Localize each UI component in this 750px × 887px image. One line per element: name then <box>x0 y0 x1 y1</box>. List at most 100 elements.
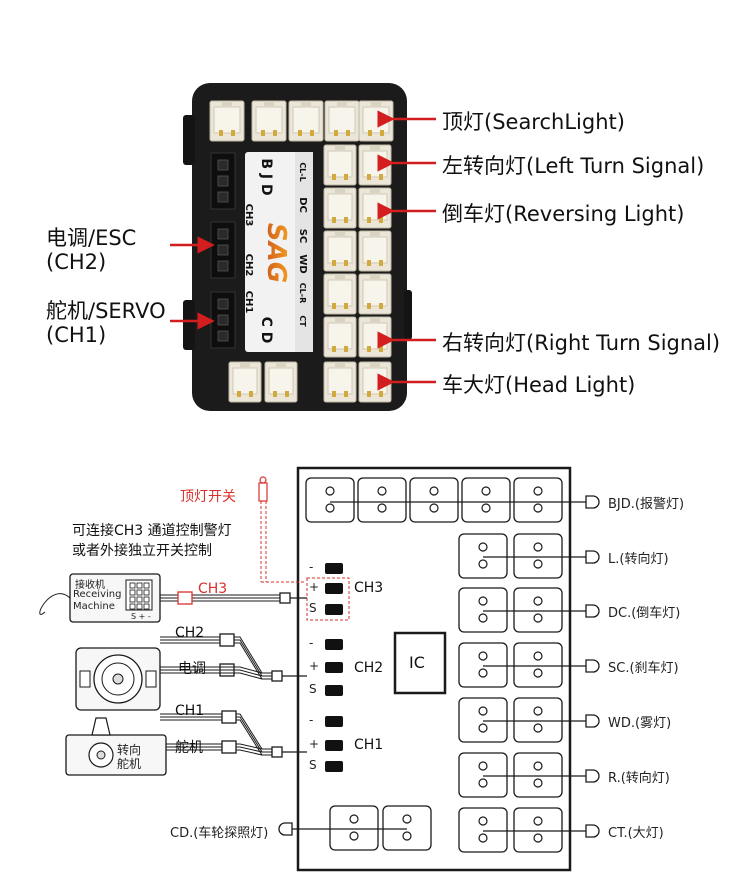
cable-ch2-label: CH2 <box>175 625 205 641</box>
receiver-en-2: Machine <box>73 601 115 612</box>
bottom-right-connector <box>358 361 392 403</box>
mid-col-connector-2 <box>323 187 357 229</box>
cd-connector-2 <box>264 361 298 403</box>
ic-label: IC <box>409 653 425 672</box>
pin-sign: - <box>309 560 314 574</box>
pin-sign: S <box>309 682 317 696</box>
right-col-connector-4 <box>358 273 392 315</box>
label-esc: 电调/ESC <box>46 226 137 250</box>
cd-connector-1 <box>228 361 262 403</box>
svg-text:SAG: SAG <box>261 223 291 283</box>
mid-col-connector-1 <box>323 144 357 186</box>
receiver-en-1: Receiving <box>73 589 122 600</box>
label-left-turn: 左转向灯(Left Turn Signal) <box>442 154 705 178</box>
receiver-name: 接收机 <box>75 580 105 591</box>
label-right-turn: 右转向灯(Right Turn Signal) <box>442 331 721 355</box>
left-socket-1 <box>458 533 508 579</box>
channel-pin <box>325 685 343 696</box>
top-connector-1 <box>209 100 245 142</box>
mid-col-connector-5 <box>323 316 357 358</box>
left-socket-3 <box>458 642 508 688</box>
right-col-connector-2 <box>358 187 392 229</box>
panel-label: WD <box>297 254 308 273</box>
ch2-pin-header <box>210 221 236 279</box>
output-plug-icon <box>585 550 600 564</box>
top-connector-4 <box>324 100 360 142</box>
cd-socket-2 <box>382 805 432 851</box>
output-plug-icon <box>585 495 600 509</box>
servo-device-label-2: 舵机 <box>117 757 142 771</box>
channel-pin <box>325 662 343 673</box>
pin-sign: - <box>309 636 314 650</box>
pin-sign: + <box>309 737 320 751</box>
channel-pin <box>325 639 343 650</box>
svg-text:B J D: B J D <box>258 158 274 195</box>
right-socket-3 <box>513 642 563 688</box>
left-socket-6 <box>458 807 508 853</box>
bjd-socket-2 <box>357 477 407 523</box>
output-plug-icon <box>585 714 600 728</box>
ch3-note-1: 可连接CH3 通道控制警灯 <box>72 523 232 539</box>
pin-sign: S <box>309 758 317 772</box>
wiring-schematic <box>39 466 600 872</box>
left-socket-2 <box>458 587 508 633</box>
panel-label: CL-R <box>298 283 307 303</box>
bjd-socket-3 <box>409 477 459 523</box>
left-socket-4 <box>458 697 508 743</box>
label-servo-ch: (CH1) <box>46 323 107 347</box>
servo-device-icon <box>65 717 167 776</box>
esc-device-icon <box>75 647 161 711</box>
output-label: L.(转向灯) <box>608 552 669 567</box>
cable-ch3-label: CH3 <box>198 581 228 597</box>
output-label: BJD.(报警灯) <box>608 497 685 512</box>
right-col-connector-1 <box>358 144 392 186</box>
bjd-socket-5 <box>513 477 563 523</box>
panel-label: CL-L <box>298 162 307 181</box>
top-connector-3 <box>288 100 324 142</box>
ch1-label: CH1 <box>354 737 384 753</box>
panel-label: CT <box>298 315 307 327</box>
channel-pin <box>325 563 343 574</box>
output-plug-icon <box>585 824 600 838</box>
output-label: SC.(刹车灯) <box>608 661 679 676</box>
receiver-pins: S + - <box>131 612 151 621</box>
channel-pin <box>325 604 343 615</box>
right-socket-2 <box>513 587 563 633</box>
right-socket-6 <box>513 807 563 853</box>
ch3-note-2: 或者外接独立开关控制 <box>72 543 212 559</box>
output-label: WD.(雾灯) <box>608 716 672 731</box>
mid-col-connector-4 <box>323 273 357 315</box>
panel-label: SC <box>297 229 308 244</box>
output-plug-icon <box>585 604 600 618</box>
label-esc-ch: (CH2) <box>46 250 107 274</box>
servo-device-label-1: 转向 <box>117 743 142 757</box>
ch1-pin-header <box>210 291 236 349</box>
right-socket-5 <box>513 752 563 798</box>
top-connector-2 <box>251 100 287 142</box>
bjd-socket-4 <box>461 477 511 523</box>
panel-label: DC <box>297 197 308 213</box>
channel-pin <box>325 583 343 594</box>
cd-plug-icon <box>278 822 293 836</box>
label-head-light: 车大灯(Head Light) <box>442 373 636 397</box>
output-plug-icon <box>585 769 600 783</box>
label-servo: 舵机/SERVO <box>46 299 166 323</box>
cd-output-label: CD.(车轮探照灯) <box>170 826 269 841</box>
top-switch-label: 顶灯开关 <box>180 489 236 505</box>
left-socket-5 <box>458 752 508 798</box>
pin-sign: S <box>309 601 317 615</box>
svg-text:CH2: CH2 <box>243 254 254 277</box>
schematic-board-outline <box>296 466 572 872</box>
pin-sign: + <box>309 659 320 673</box>
svg-text:CH1: CH1 <box>243 291 254 314</box>
ch3-label: CH3 <box>354 580 384 596</box>
svg-text:CH3: CH3 <box>243 204 254 227</box>
cd-socket-1 <box>329 805 379 851</box>
bottom-mid-connector <box>323 361 357 403</box>
ch2-label: CH2 <box>354 660 384 676</box>
top-switch-icon <box>258 476 305 583</box>
cable-ch1-label: CH1 <box>175 703 205 719</box>
right-col-connector-5 <box>358 316 392 358</box>
ch3-pin-header <box>210 152 236 210</box>
right-socket-4 <box>513 697 563 743</box>
